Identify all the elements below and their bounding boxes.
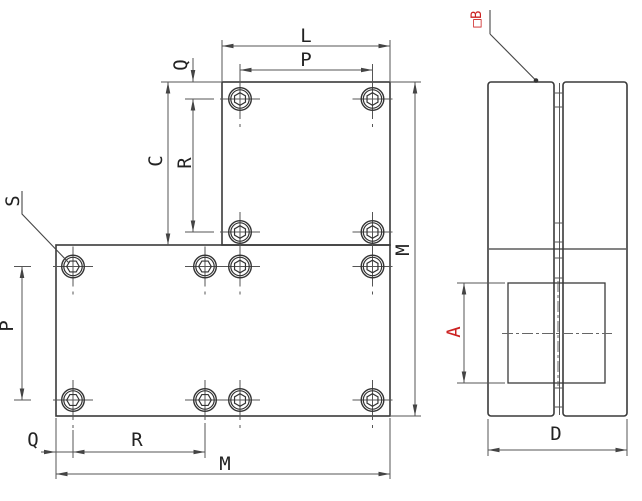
dim-label-L: L — [300, 25, 311, 47]
dim-M-right: M — [391, 81, 421, 417]
dim-label-R-upper: R — [174, 157, 196, 169]
dim-M-bottom: M — [56, 418, 391, 479]
screw-symbol — [185, 380, 225, 428]
screw-symbol — [352, 212, 393, 260]
callout-label-S: S — [2, 195, 24, 206]
screw-symbol — [352, 246, 393, 295]
screw-symbols — [53, 79, 393, 428]
screw-symbol — [220, 79, 260, 127]
dim-label-Q-top: Q — [170, 59, 192, 70]
dim-label-M-bottom: M — [219, 453, 230, 475]
side-view: A D □B — [443, 10, 628, 456]
dim-P-left: P — [0, 266, 31, 401]
dim-label-R-bottom: R — [131, 429, 143, 451]
screw-symbol — [220, 246, 260, 295]
leader-dot — [533, 78, 539, 83]
callout-label-B: □B — [469, 11, 485, 28]
callout-S: S — [2, 191, 70, 264]
screw-symbol — [352, 79, 393, 127]
dim-label-C: C — [145, 155, 167, 166]
screw-symbol — [53, 380, 93, 428]
screw-symbol — [185, 246, 225, 295]
screw-symbol — [352, 380, 393, 428]
dim-Q-bottom: Q — [27, 418, 74, 479]
dim-label-Q-bottom: Q — [27, 429, 38, 451]
screw-symbol — [220, 380, 260, 428]
callout-B: □B — [469, 10, 539, 83]
dim-label-P-top: P — [300, 49, 311, 71]
front-view: L P Q R C S — [0, 25, 421, 479]
dim-D: D — [487, 419, 628, 456]
dim-label-A: A — [443, 326, 465, 338]
dim-label-M-right: M — [392, 244, 414, 255]
leader-line — [489, 33, 536, 80]
dim-R-upper: R — [174, 98, 214, 233]
dim-label-P-left: P — [0, 320, 18, 331]
dim-L: L — [221, 25, 391, 81]
dim-Q-top: Q — [161, 58, 221, 83]
lower-plate-outline — [55, 244, 391, 417]
dim-A: A — [443, 282, 505, 384]
leader-line — [21, 191, 70, 264]
screw-symbol — [53, 246, 93, 295]
center-strip-ticks — [553, 92, 563, 408]
dim-C: C — [145, 82, 171, 245]
dim-R-bottom: R — [73, 423, 206, 458]
dim-label-D: D — [550, 423, 561, 445]
dim-P-top: P — [239, 49, 373, 86]
